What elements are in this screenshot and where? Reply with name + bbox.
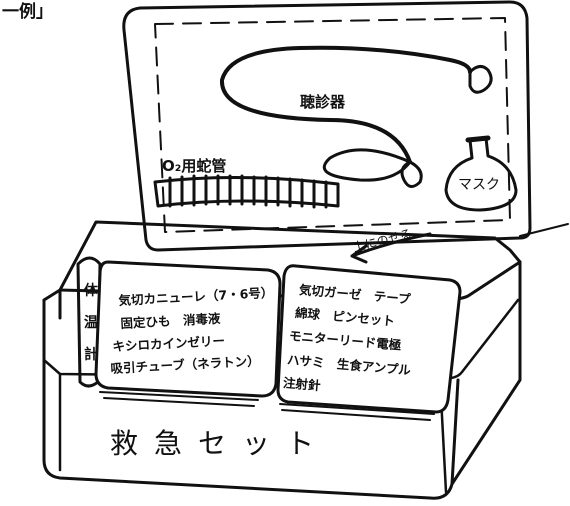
box-title: 救急セット — [110, 427, 331, 460]
box-body — [42, 260, 522, 500]
stethoscope-label: 聴診器 — [300, 93, 346, 111]
o2-tube-icon — [153, 174, 340, 209]
right-card-item: 注射針 — [282, 374, 322, 394]
stethoscope-icon — [219, 45, 493, 188]
thermometer-char: 計 — [84, 347, 98, 363]
o2-tube-label: O₂用蛇管 — [162, 157, 227, 175]
left-card — [94, 260, 282, 407]
lid-dashed-rim — [154, 17, 511, 233]
mask-label: マスク — [458, 177, 500, 193]
thermometer-char: 体 — [84, 283, 98, 299]
thermometer-char: 温 — [84, 315, 98, 331]
mask-icon — [444, 135, 518, 212]
lid-outline — [122, 0, 532, 252]
right-card — [276, 264, 462, 421]
page-caption: 一例」 — [2, 2, 53, 22]
